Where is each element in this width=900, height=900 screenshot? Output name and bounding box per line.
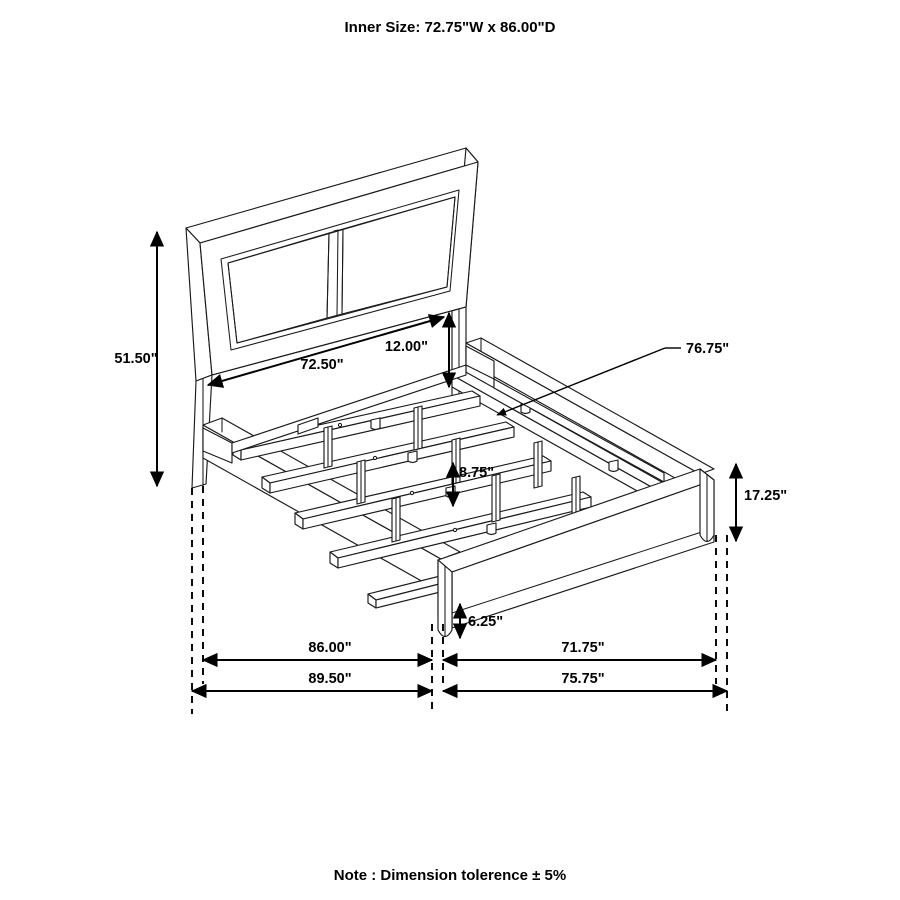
dim-label-rail-drop: 12.00" <box>385 339 428 355</box>
rail-mount-block <box>297 417 319 435</box>
slat-foot-6 <box>608 459 619 473</box>
dimension-headboard-height: 51.50" <box>114 230 165 488</box>
dim-label-headboard-height: 51.50" <box>114 351 157 367</box>
bed-illustration <box>185 147 715 638</box>
dimension-side-rail-length: 76.75" <box>496 341 729 416</box>
slat-3-face <box>302 460 552 530</box>
dimension-footboard-height: 17.25" <box>728 462 787 543</box>
dimension-right-inner: 71.75" <box>441 640 718 668</box>
page-title: Inner Size: 72.75"W x 86.00"D <box>345 19 556 36</box>
side-rail-right <box>465 337 715 493</box>
slat-1-screw <box>337 422 343 428</box>
dim-label-leg-clearance: 6.25" <box>468 614 503 630</box>
dimension-leg-clearance: 6.25" <box>452 602 503 640</box>
slat-3-screw <box>409 490 415 496</box>
dimension-headboard-width: 72.50" <box>206 314 446 388</box>
dim-line-headboard-width <box>206 314 446 388</box>
leader-line-side-rail <box>496 347 666 416</box>
slat-2-screw <box>372 455 378 461</box>
dim-label-footboard-height: 17.25" <box>744 488 787 504</box>
dimension-frame-outer: 89.50" <box>190 671 434 699</box>
dim-label-headboard-width: 72.50" <box>300 357 343 373</box>
side-rail-left-bracket <box>202 427 233 464</box>
slat-foot-4 <box>486 522 497 536</box>
footboard <box>437 468 715 638</box>
dimension-rail-drop: 12.00" <box>385 311 457 389</box>
slat-4-screw <box>452 527 458 533</box>
dim-label-slat-clearance: 8.75" <box>459 465 494 481</box>
slat-foot-2 <box>407 450 418 464</box>
dim-label-frame-outer: 89.50" <box>308 671 351 687</box>
tolerance-note: Note : Dimension tolerence ± 5% <box>334 867 566 884</box>
slat-foot-1 <box>370 417 381 431</box>
dim-label-right-outer: 75.75" <box>561 671 604 687</box>
dim-label-right-inner: 71.75" <box>561 640 604 656</box>
dimension-slat-clearance: 8.75" <box>445 461 494 508</box>
headboard-panel-right <box>341 196 456 315</box>
side-rail-right-top <box>465 337 715 475</box>
dim-label-frame-inner: 86.00" <box>308 640 351 656</box>
dimension-frame-inner: 86.00" <box>201 640 434 668</box>
dim-label-side-rail-length: 76.75" <box>686 341 729 357</box>
footboard-bottom-edge <box>451 527 715 614</box>
dimension-right-outer: 75.75" <box>441 671 729 699</box>
